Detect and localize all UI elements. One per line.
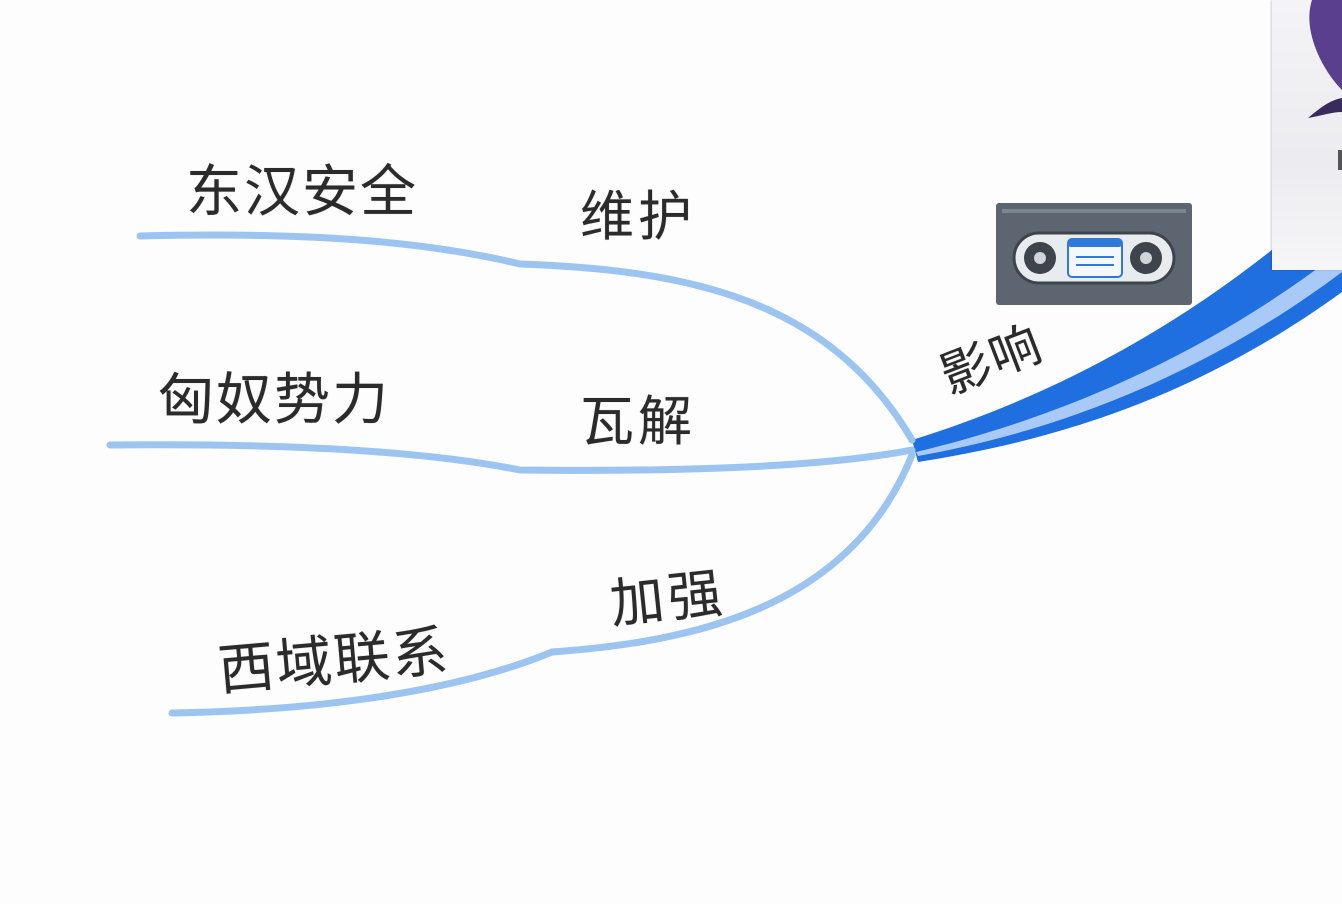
cartoon-image-fragment <box>1272 0 1342 270</box>
branch-line-1 <box>136 231 916 444</box>
branch-line-2 <box>106 441 916 474</box>
videotape-icon <box>996 203 1192 305</box>
branch-topic-2: 匈奴势力 <box>158 368 390 433</box>
branch-verb-1: 维护 <box>580 185 696 248</box>
branch-verb-3: 加强 <box>606 561 729 636</box>
branch-topic-1: 东汉安全 <box>186 160 418 225</box>
branch-line-3 <box>168 451 916 717</box>
branch-verb-2: 瓦解 <box>580 390 696 453</box>
